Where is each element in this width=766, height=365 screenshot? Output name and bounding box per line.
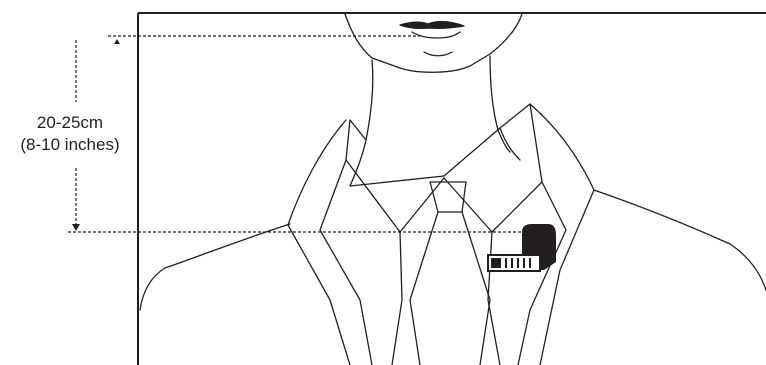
neck-right xyxy=(490,56,510,152)
distance-label: 20-25cm xyxy=(0,112,140,133)
jacket-left-lapel xyxy=(288,120,350,365)
shoulder-left xyxy=(140,224,290,310)
frame-border xyxy=(138,13,766,365)
shoulder-right xyxy=(594,190,766,290)
collar-right xyxy=(444,104,542,232)
neck-left xyxy=(350,60,373,186)
mouth-upper xyxy=(400,22,464,29)
jacket-left-lapel-inner xyxy=(320,160,372,365)
collar-left xyxy=(346,120,444,232)
lavalier-microphone xyxy=(488,224,556,271)
chin-line xyxy=(424,52,452,56)
mouth-lower xyxy=(412,32,460,38)
arrow-head-top xyxy=(114,39,120,44)
tie xyxy=(410,212,490,365)
arrow-head-bottom xyxy=(72,224,80,231)
person-illustration xyxy=(140,14,766,365)
distance-label-imperial: (8-10 inches) xyxy=(0,134,140,155)
shirt-left xyxy=(392,232,402,365)
collar-left-inner xyxy=(350,176,444,186)
collar-right-inner xyxy=(500,128,520,160)
